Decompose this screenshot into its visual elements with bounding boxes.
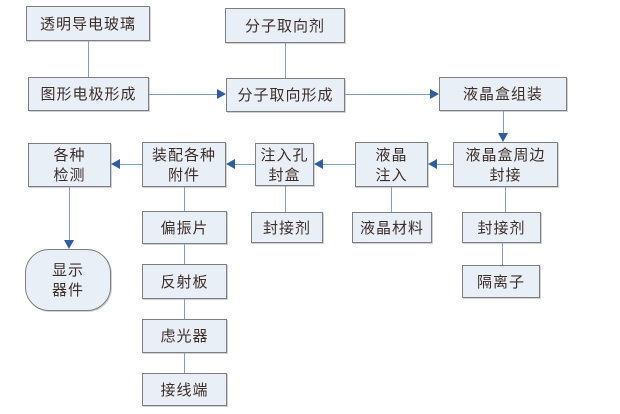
node-sealant-right: 封接剂: [462, 212, 541, 243]
connector-sealant-to-spacer-line: [502, 243, 503, 265]
node-injection-hole-sealing: 注入孔 封盒: [255, 143, 314, 186]
node-terminal: 接线端: [142, 373, 227, 406]
arrow-inspection-to-display-line: [69, 187, 70, 240]
connector-fittings-to-polarizer-line: [184, 187, 185, 211]
arrow-assembly-to-edgeseal-line: [503, 111, 504, 133]
arrow-edgeseal-to-injection-head: [428, 159, 437, 169]
arrow-holeseal-to-fittings-line: [235, 164, 255, 165]
arrow-inspection-to-display-head: [64, 240, 74, 249]
arrow-assembly-to-edgeseal-head: [498, 133, 508, 142]
arrow-holeseal-to-fittings-head: [226, 159, 235, 169]
arrow-orientation-to-assembly-head: [430, 89, 439, 99]
arrow-electrode-to-orientation-line: [149, 94, 217, 95]
node-light-filter: 虑光器: [142, 319, 227, 353]
arrow-orientation-to-assembly-line: [345, 94, 430, 95]
node-lc-material: 液晶材料: [352, 212, 432, 243]
node-display-device: 显示 器件: [25, 249, 111, 311]
node-lc-injection: 液晶 注入: [355, 142, 428, 187]
node-molecular-orientation-formation: 分子取向形成: [226, 78, 345, 112]
node-assemble-various-fittings: 装配各种 附件: [142, 142, 226, 187]
node-lc-cell-perimeter-sealing: 液晶盒周边 封接: [453, 142, 558, 187]
arrow-injection-to-holeseal-line: [323, 164, 355, 165]
arrow-injection-to-holeseal-head: [314, 159, 323, 169]
node-reflector-plate: 反射板: [142, 264, 227, 299]
connector-agent-to-orientation-line: [285, 43, 286, 78]
connector-glass-to-electrode-line: [88, 41, 89, 77]
node-pattern-electrode-formation: 图形电极形成: [28, 77, 149, 111]
arrow-fittings-to-inspection-line: [120, 164, 142, 165]
arrow-electrode-to-orientation-head: [217, 89, 226, 99]
arrow-fittings-to-inspection-head: [111, 159, 120, 169]
node-polarizer: 偏振片: [142, 211, 227, 244]
node-spacer: 隔离子: [462, 265, 540, 298]
node-lc-cell-assembly: 液晶盒组装: [439, 77, 567, 111]
node-sealant-left: 封接剂: [251, 212, 323, 243]
connector-reflector-to-filter-line: [184, 299, 185, 319]
connector-polarizer-to-reflector-line: [184, 244, 185, 264]
node-molecular-orientation-agent: 分子取向剂: [225, 8, 345, 43]
connector-edgeseal-to-sealant-line: [505, 187, 506, 212]
connector-injection-to-material-line: [391, 187, 392, 212]
connector-filter-to-terminal-line: [184, 353, 185, 373]
node-various-inspections: 各种 检测: [28, 143, 111, 187]
arrow-edgeseal-to-injection-line: [437, 164, 453, 165]
connector-holeseal-to-sealant-line: [285, 186, 286, 212]
node-transparent-conductive-glass: 透明导电玻璃: [26, 6, 150, 41]
